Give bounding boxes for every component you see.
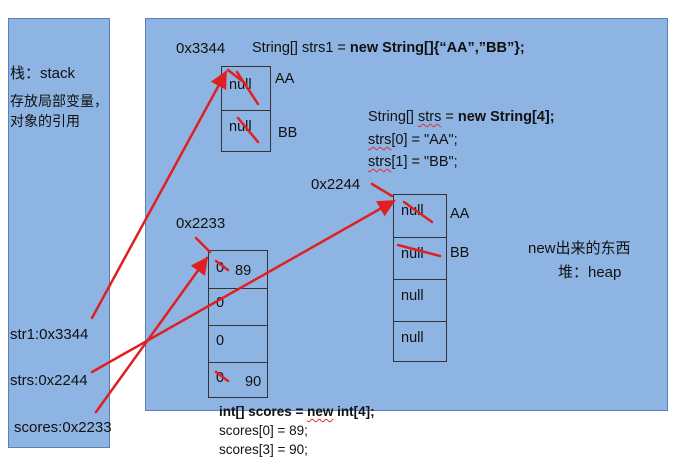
tick-strs (370, 182, 394, 198)
scores-code-line1-decl: int[] scores = (219, 404, 308, 419)
scores-code-line2: scores[0] = 89; (219, 423, 308, 438)
strs1-code-prefix: String[] strs1 = (252, 40, 350, 56)
stack-title: 栈：stack (10, 65, 76, 82)
heap-label-line2: 堆：heap (558, 264, 622, 281)
strike-scores-0 (214, 259, 230, 272)
stack-var-strs: strs:0x2244 (10, 372, 88, 389)
strs-address: 0x2244 (311, 176, 361, 193)
strike-strs1-1 (236, 116, 260, 144)
strs1-array: null null (221, 66, 271, 152)
strs-cell-0-value: null (401, 203, 424, 219)
strs-code-line3-rest: [1] = "BB"; (391, 154, 458, 170)
strs-assigned-0: AA (450, 206, 470, 222)
strs1-address: 0x3344 (176, 40, 226, 57)
strs-assigned-1: BB (450, 245, 470, 261)
scores-assigned-1: 90 (245, 374, 262, 390)
scores-code-line1-type: int[4]; (333, 404, 375, 419)
scores-assigned-0: 89 (235, 263, 252, 279)
strs-array: null null null null (393, 194, 447, 362)
strs1-code-new: new String[]{“AA”,”BB”}; (349, 40, 525, 56)
strs-cell-3: null (394, 321, 446, 363)
strs-code-line2: strs[0] = "AA"; (368, 132, 458, 148)
strs-cell-2: null (394, 279, 446, 321)
heap-label-line1: new出来的东西 (528, 240, 631, 257)
strs-cell-2-value: null (401, 288, 424, 304)
stack-var-str1: str1:0x3344 (10, 326, 89, 343)
strike-scores-3 (214, 370, 230, 383)
arrow-str1-to-strs1 (90, 70, 228, 320)
strike-strs-0 (402, 200, 434, 224)
strs-code-line1: String[] strs = new String[4]; (368, 109, 555, 125)
strike-strs-1 (396, 243, 442, 258)
scores-cell-2: 0 (209, 325, 267, 362)
arrow-scores-to-array (94, 256, 209, 414)
stack-var-scores: scores:0x2233 (14, 419, 112, 436)
strs-code-line3: strs[1] = "BB"; (368, 154, 458, 170)
scores-code: int[] scores = new int[4]; scores[0] = 8… (219, 402, 375, 459)
strs-code-line2-rest: [0] = "AA"; (391, 132, 458, 148)
scores-code-line3: scores[3] = 90; (219, 442, 308, 457)
stack-panel (8, 18, 110, 448)
strs1-cell-0: null (222, 67, 270, 110)
stack-desc-line1: 存放局部变量， (10, 93, 108, 109)
strs-code-line1-var: strs (417, 109, 442, 125)
strs1-cell-1-value: null (229, 119, 252, 135)
strs-code-line1-prefix: String[] (368, 109, 418, 125)
strs-code-line1-new: new String[4]; (457, 109, 555, 125)
scores-cell-1-value: 0 (216, 295, 225, 311)
scores-cell-3: 0 90 (209, 362, 267, 399)
strs1-cell-0-value: null (229, 77, 252, 93)
scores-cell-3-value: 0 (216, 370, 225, 386)
strike-strs1-0 (235, 70, 260, 106)
strs-cell-0: null (394, 195, 446, 237)
scores-cell-2-value: 0 (216, 333, 225, 349)
strs-cell-3-value: null (401, 330, 424, 346)
tick-scores (194, 236, 212, 254)
scores-cell-0: 0 89 (209, 251, 267, 288)
scores-code-line1-new: new (307, 404, 334, 419)
strs-code-line3-var: strs (368, 154, 392, 170)
strs-code-line1-mid: = (441, 109, 458, 125)
arrow-strs-to-array (90, 199, 396, 374)
heap-panel (145, 18, 668, 411)
strs1-assigned-1: BB (278, 125, 298, 141)
stack-desc-line2: 对象的引用 (10, 113, 80, 129)
scores-array: 0 89 0 0 0 90 (208, 250, 268, 398)
scores-code-line1: int[] scores = new int[4]; (219, 402, 375, 421)
strs1-assigned-0: AA (275, 71, 295, 87)
strs-code-line2-var: strs (368, 132, 392, 148)
scores-address: 0x2233 (176, 215, 226, 232)
scores-cell-0-value: 0 (216, 260, 225, 276)
strs1-code: String[] strs1 = new String[]{“AA”,”BB”}… (252, 40, 525, 56)
strs1-cell-1: null (222, 110, 270, 153)
